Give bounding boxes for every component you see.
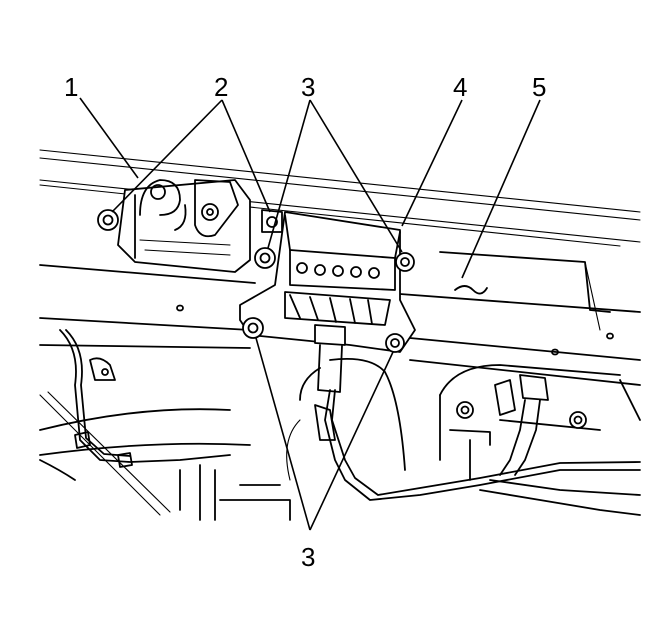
callout-1: 1 — [64, 72, 78, 102]
latch-bolt-right — [261, 209, 283, 233]
bracket-bolt-upper-right — [395, 252, 415, 272]
clip-bolt-left — [456, 401, 474, 419]
bracket-bolt-lower-left — [242, 317, 264, 339]
callout-5: 5 — [532, 72, 546, 102]
latch-assembly — [117, 179, 251, 273]
bracket-bolt-lower-right — [385, 333, 405, 353]
callout-4: 4 — [453, 72, 467, 102]
actuator-bracket — [239, 211, 416, 393]
leader-lines — [79, 97, 541, 531]
latch-bolt-left — [97, 209, 119, 231]
bracket-bolt-upper-left — [254, 247, 276, 269]
clip-bolt-right — [569, 411, 587, 429]
callout-3-upper: 3 — [301, 72, 315, 102]
wiring-harness — [59, 329, 641, 516]
callout-2: 2 — [214, 72, 228, 102]
callout-3-lower: 3 — [301, 542, 315, 572]
